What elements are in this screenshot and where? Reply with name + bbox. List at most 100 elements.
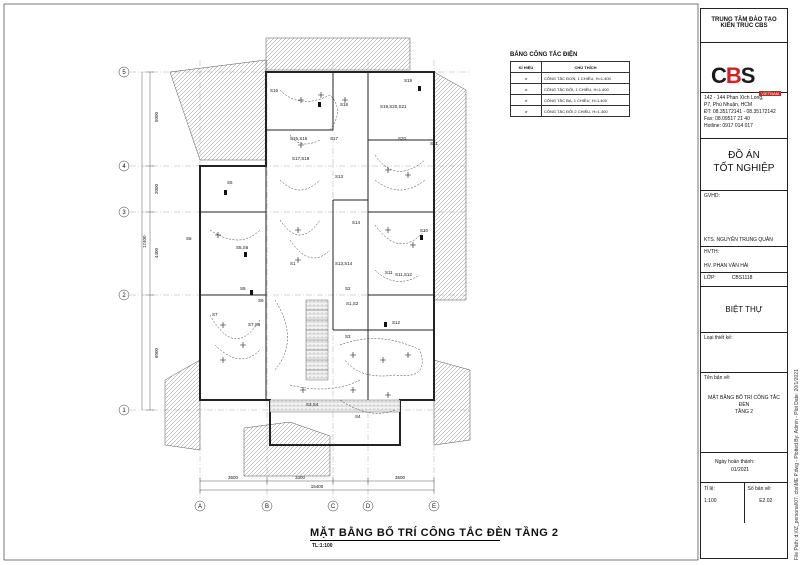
switch-label: S10 <box>420 228 429 233</box>
legend-title: BẢNG CÔNG TẮC ĐIỆN <box>510 52 578 58</box>
switch-label: S18 <box>340 102 349 107</box>
project-line: ĐỒ ÁN <box>728 150 760 161</box>
sheet-number-box: Số bản vẽ: E2.02 <box>745 483 788 523</box>
logo: CBS VIETNAM <box>701 43 787 96</box>
switch-label: S5,S6 <box>236 245 249 250</box>
title-underline <box>310 540 500 541</box>
hvth-label: HVTH: <box>704 249 719 255</box>
grid-row-label: 5 <box>122 70 126 76</box>
address-line: 142 - 144 Phan Xích Long, <box>704 95 764 101</box>
ten-value-line: MẶT BẰNG BỐ TRÍ CÔNG TẮC ĐÈN <box>708 395 780 408</box>
building-name: BIỆT THỰ <box>701 287 787 333</box>
legend-row: ơ CÔNG TẮC ĐÔI 2 CHIỀU, H=1.400 <box>510 105 630 117</box>
grid-row-label: 3 <box>122 210 126 216</box>
legend-symbol: ơ <box>510 83 542 95</box>
gvhd-label: GVHD: <box>704 193 720 199</box>
switch-label: S19,S20,S21 <box>380 104 407 109</box>
switch-label: S11,S12 <box>395 272 412 277</box>
design-type: Loại thiết kế: <box>701 333 787 373</box>
dim-text: 3600 <box>228 475 239 480</box>
grid-row-bubbles <box>118 66 130 416</box>
legend-col-note: CHÚ THÍCH <box>541 61 630 73</box>
switch-legend: BẢNG CÔNG TẮC ĐIỆN KÍ HIỆU CHÚ THÍCH ơ C… <box>510 52 630 117</box>
floor-plan: 5 4 3 2 1 A B C D E <box>3 3 699 561</box>
switch-label: S9 <box>258 298 264 303</box>
legend-text: CÔNG TẮC ĐƠN, 1 CHIỀU, H=1.400 <box>541 72 630 84</box>
switch-label: S3,S4 <box>306 402 319 407</box>
org-name: TRUNG TÂM ĐÀO TẠO KIẾN TRÚC CBS <box>701 9 787 43</box>
logo-subtext: VIETNAM <box>759 91 781 96</box>
dim-text: 3300 <box>295 475 306 480</box>
switch-label: S1,S2 <box>346 301 359 306</box>
grid-col-label: E <box>432 504 436 510</box>
switch-label: S15,S16 <box>290 136 308 141</box>
switch-label: S7,S8 <box>248 322 261 327</box>
ten-label: Tên bản vẽ: <box>704 375 731 381</box>
scale-sheet-row: Tỉ lệ: 1:100 Số bản vẽ: E2.02 <box>701 483 787 523</box>
sobv-value: E2.02 <box>759 498 773 504</box>
grid-col-label: A <box>198 504 202 510</box>
switch-label: S8 <box>240 286 246 291</box>
switch-label: S21 <box>430 141 439 146</box>
logo-letter: C <box>711 63 727 88</box>
legend-text: CÔNG TẮC ĐÔI 2 CHIỀU, H=1.400 <box>541 105 630 117</box>
grid-row-label: 4 <box>122 164 126 170</box>
dim-text: 6000 <box>154 347 159 358</box>
dim-total: 15400 <box>311 484 324 489</box>
stair <box>305 299 329 381</box>
grid-col-bubbles <box>194 500 440 512</box>
dim-text: 5000 <box>154 111 159 122</box>
legend-symbol: ơ <box>510 72 542 84</box>
ngay-label: Ngày hoàn thành: <box>715 459 755 465</box>
switch-symbols <box>224 86 423 327</box>
hotline-line: Hotline: 0917 014 017 <box>704 123 753 129</box>
switch-label: S19 <box>404 78 413 83</box>
grid-col-label: C <box>331 504 336 510</box>
drawing-name-box: Tên bản vẽ: MẶT BẰNG BỐ TRÍ CÔNG TẮC ĐÈN… <box>701 373 787 453</box>
dimension-bottom <box>199 477 435 493</box>
project-line: TỐT NGHIỆP <box>713 163 775 174</box>
legend-text: CÔNG TẮC BA, 1 CHIỀU, H=1.400 <box>541 94 630 106</box>
switch-label: S7 <box>212 312 218 317</box>
switch-label: S3 <box>345 334 351 339</box>
dimension-left <box>141 71 154 411</box>
ten-value-line: TẦNG 2 <box>734 409 754 415</box>
contact-info: 142 - 144 Phan Xích Long, P7, Phú Nhuận,… <box>701 93 787 139</box>
switch-label: S1 <box>290 261 296 266</box>
lop-value: CBS1118 <box>731 275 753 281</box>
switch-label: S13 <box>335 174 344 179</box>
switch-label: S17,S18 <box>292 156 310 161</box>
org-line-2: KIẾN TRÚC CBS <box>720 23 768 29</box>
hvth-name: HV. PHAN VĂN HẢI <box>704 263 749 269</box>
scale-box: Tỉ lệ: 1:100 <box>701 483 745 523</box>
legend-symbol: ơ <box>510 94 542 106</box>
switch-label: S11 <box>385 270 393 275</box>
switch-label: S2 <box>345 286 351 291</box>
phone-line: ĐT: 08.35172141 - 08.35172142 <box>704 109 776 115</box>
logo-mark: CBS <box>711 63 755 89</box>
legend-symbol: ơ <box>510 105 542 117</box>
class: LỚP: CBS1118 <box>701 273 787 287</box>
tile-label: Tỉ lệ: <box>704 486 715 492</box>
legend-row: ơ CÔNG TẮC BA, 1 CHIỀU, H=1.400 <box>510 94 630 106</box>
switch-label: S5 <box>227 180 233 185</box>
grid-col-label: B <box>265 504 269 510</box>
dim-text: 3600 <box>395 475 406 480</box>
legend-row: ơ CÔNG TẮC ĐƠN, 1 CHIỀU, H=1.400 <box>510 72 630 84</box>
ngay-value: 01/2021 <box>731 467 750 473</box>
address-line: P7, Phú Nhuận, HCM <box>704 102 753 108</box>
switch-label: S6 <box>186 236 192 241</box>
switch-label: S16 <box>270 88 279 93</box>
legend-col-symbol: KÍ HIỆU <box>510 61 542 73</box>
grid-row-label: 1 <box>122 408 126 414</box>
student: HVTH: HV. PHAN VĂN HẢI <box>701 247 787 273</box>
switch-label: S17 <box>330 136 339 141</box>
org-line-1: TRUNG TÂM ĐÀO TẠO <box>711 17 777 23</box>
dim-total: 17400 <box>142 235 147 248</box>
legend-text: CÔNG TẮC ĐÔI, 1 CHIỀU, H=1.400 <box>541 83 630 95</box>
drawing-scale: TL:1:100 <box>312 543 333 549</box>
title-block: TRUNG TÂM ĐÀO TẠO KIẾN TRÚC CBS CBS VIET… <box>700 8 788 559</box>
switch-label: S13,S14 <box>335 261 353 266</box>
sheet-border <box>3 3 699 561</box>
fax-line: Fax: 08.09517 21 40 <box>704 116 750 122</box>
